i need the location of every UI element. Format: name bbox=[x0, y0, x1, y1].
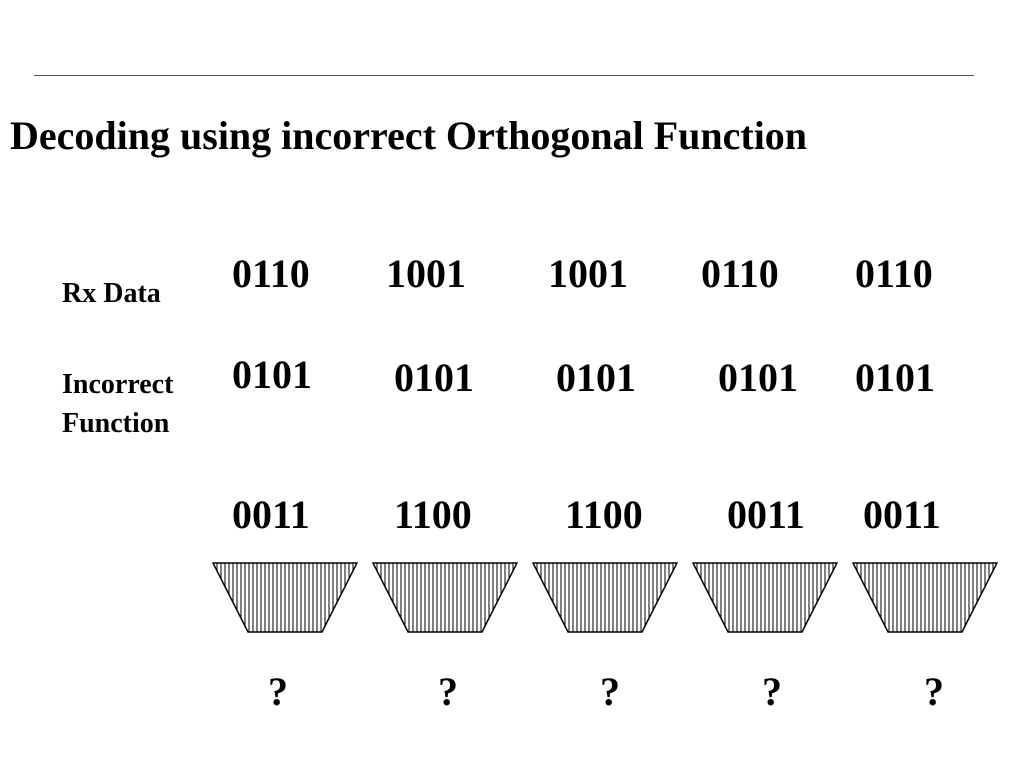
result-bits-4: 0011 bbox=[727, 492, 805, 537]
result-bits-3: 1100 bbox=[565, 492, 643, 537]
result-bits-1: 0011 bbox=[232, 492, 310, 537]
function-bits-4: 0101 bbox=[718, 355, 798, 400]
function-bits-5: 0101 bbox=[855, 355, 935, 400]
rx-data-bits-4: 0110 bbox=[701, 251, 779, 296]
integrator-bucket-5 bbox=[852, 562, 998, 633]
integrator-bucket-3 bbox=[532, 562, 678, 633]
rx-data-bits-5: 0110 bbox=[855, 251, 933, 296]
result-bits-5: 0011 bbox=[863, 492, 941, 537]
decoded-output-2: ? bbox=[438, 669, 458, 714]
incorrect-function-label-line2: Function bbox=[62, 408, 170, 439]
function-bits-2: 0101 bbox=[394, 355, 474, 400]
decoded-output-5: ? bbox=[924, 669, 944, 714]
decoded-output-1: ? bbox=[268, 669, 288, 714]
integrator-bucket-1 bbox=[212, 562, 358, 633]
result-bits-2: 1100 bbox=[394, 492, 472, 537]
incorrect-function-label: Incorrect Function bbox=[62, 365, 173, 443]
integrator-bucket-2 bbox=[372, 562, 518, 633]
header-rule bbox=[34, 75, 974, 76]
decoded-output-3: ? bbox=[600, 669, 620, 714]
rx-data-bits-1: 0110 bbox=[232, 251, 310, 296]
slide-title: Decoding using incorrect Orthogonal Func… bbox=[10, 113, 808, 158]
decoded-output-4: ? bbox=[762, 669, 782, 714]
rx-data-bits-2: 1001 bbox=[386, 251, 466, 296]
function-bits-1: 0101 bbox=[232, 352, 312, 397]
function-bits-3: 0101 bbox=[556, 355, 636, 400]
rx-data-bits-3: 1001 bbox=[548, 251, 628, 296]
integrator-bucket-4 bbox=[692, 562, 838, 633]
incorrect-function-label-line1: Incorrect bbox=[62, 369, 174, 400]
rx-data-label: Rx Data bbox=[62, 278, 161, 309]
